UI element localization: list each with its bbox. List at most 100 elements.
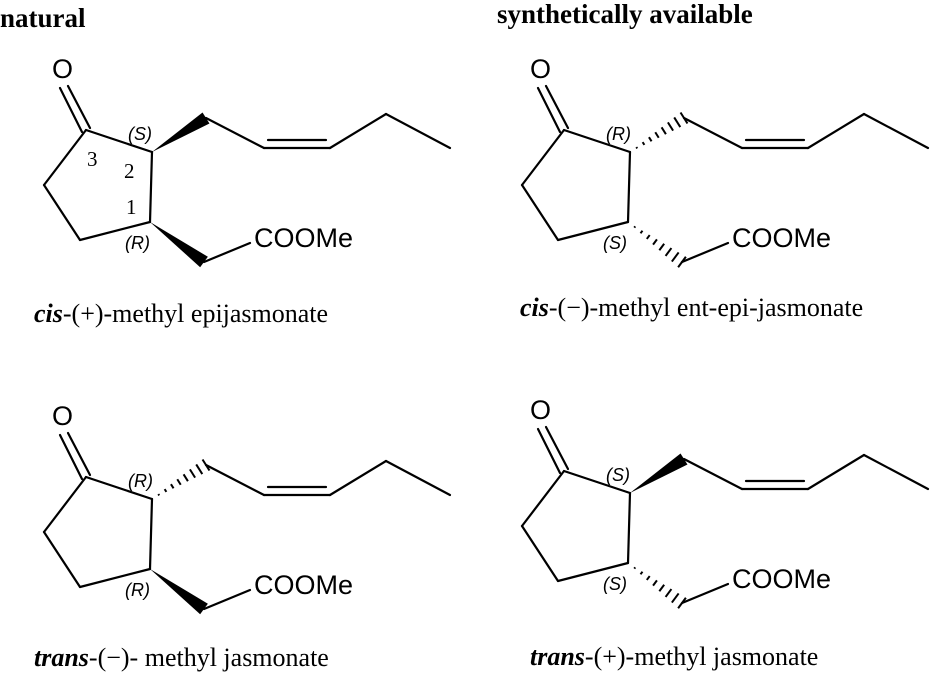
stereo-descriptor-bottom: (R) [125,580,150,600]
side-chain-bond [806,112,866,150]
ring-bond [520,128,566,187]
hash-stroke [671,251,680,263]
hash-stroke [182,473,189,482]
side-chain-bond [328,112,388,150]
ester-arm-bond [202,588,252,611]
side-chain-bond [204,463,266,497]
hash-stroke [645,234,651,240]
side-chain-wedge-bond [152,112,210,152]
caption-trans-plus: trans-(+)-methyl jasmonate [530,642,818,671]
stereo-descriptor-bottom: (R) [125,233,150,253]
stereo-descriptor-top: (S) [606,465,630,485]
carbonyl-bond [544,84,570,130]
side-chain-hash-bond [157,458,211,496]
caption-stereo-prefix: cis [34,299,63,328]
hash-stroke [673,116,682,128]
carbonyl-bond [536,427,562,475]
ring-bond [148,497,154,571]
caption-compound-name: -(+)-methyl epijasmonate [63,299,328,328]
ring-bond [42,183,82,242]
stereo-descriptor-bottom: (S) [603,233,627,253]
side-chain-wedge-bond [630,453,688,493]
ring-bond [84,475,154,501]
header-synthetically-available: synthetically available [497,0,753,29]
ring-bond [78,567,152,589]
hash-stroke [163,488,168,493]
hash-stroke [667,121,674,132]
oxygen-atom-label: O [52,401,73,431]
hash-stroke [648,136,653,142]
hash-stroke [664,247,673,257]
side-chain-bond [862,112,930,150]
hash-stroke [652,238,658,246]
ester-arm-hash-bond [633,566,687,609]
hash-stroke [671,592,680,604]
stereo-descriptor-top: (S) [128,124,152,144]
carbonyl-bond [58,433,84,481]
molecule-cis-plus-methyl-epijasmonate: O COOMe (S) (R) 3 2 1 cis-(+)-methyl epi… [34,54,452,328]
oxygen-atom-label: O [52,54,73,84]
molecule-skeleton [42,431,452,615]
ring-bond [148,150,154,224]
hash-stroke [189,468,196,479]
hash-stroke [195,463,204,475]
side-chain-bond [682,116,744,150]
caption-compound-name: -(+)-methyl jasmonate [585,642,818,671]
molecule-skeleton [42,84,452,268]
hash-stroke [654,131,660,139]
caption-stereo-prefix: trans [34,643,89,672]
ester-group-label: COOMe [254,570,353,600]
carbonyl-bond [66,84,92,130]
hash-stroke [639,230,644,234]
ester-arm-wedge-bond [150,569,208,615]
hash-stroke [635,146,639,149]
carbonyl-bond [536,86,562,134]
header-natural: natural [0,3,86,33]
hash-stroke [660,126,667,135]
stereo-descriptor-top: (R) [128,471,153,491]
side-chain-bond [682,457,744,491]
side-chain-bond [862,453,930,491]
ester-group-label: COOMe [732,223,831,253]
caption-stereo-prefix: cis [520,293,549,322]
carbonyl-bond [66,431,92,477]
side-chain-hash-bond [635,111,689,149]
molecule-skeleton [520,425,930,609]
ring-bond [626,150,632,224]
caption-compound-name: -(−)-methyl ent-epi-jasmonate [549,293,863,322]
molecule-trans-plus-methyl-jasmonate: O COOMe (S) (S) trans-(+)-methyl jasmona… [520,395,930,671]
side-chain-bond [384,459,452,497]
ester-arm-bond [202,241,252,264]
ring-bond [78,220,152,242]
hash-stroke [633,225,637,229]
caption-cis-minus: cis-(−)-methyl ent-epi-jasmonate [520,293,863,322]
ring-number-2: 2 [124,159,135,183]
side-chain-bond [806,453,866,491]
ester-arm-wedge-bond [150,222,208,268]
hash-stroke [664,588,673,598]
caption-stereo-prefix: trans [530,642,585,671]
hash-stroke [658,584,665,592]
oxygen-atom-label: O [530,54,551,84]
caption-trans-minus: trans-(−)- methyl jasmonate [34,643,329,672]
ring-number-3: 3 [87,147,98,171]
ester-group-label: COOMe [732,564,831,594]
ring-bond [42,530,82,589]
carbonyl-bond [58,86,84,134]
stereo-descriptor-bottom: (S) [603,574,627,594]
ring-bond [562,128,632,154]
ester-arm-bond [680,582,730,605]
ring-bond [84,128,154,154]
side-chain-bond [204,116,266,150]
ester-arm-hash-bond [633,225,687,268]
ring-bond [42,475,88,534]
hash-stroke [639,571,644,575]
stereo-descriptor-top: (R) [606,124,631,144]
carbonyl-bond [544,425,570,471]
ring-bond [626,491,632,565]
molecule-skeleton [520,84,930,268]
hash-stroke [170,483,175,489]
ring-bond [562,469,632,495]
hash-stroke [176,478,182,486]
ring-number-1: 1 [126,195,137,219]
